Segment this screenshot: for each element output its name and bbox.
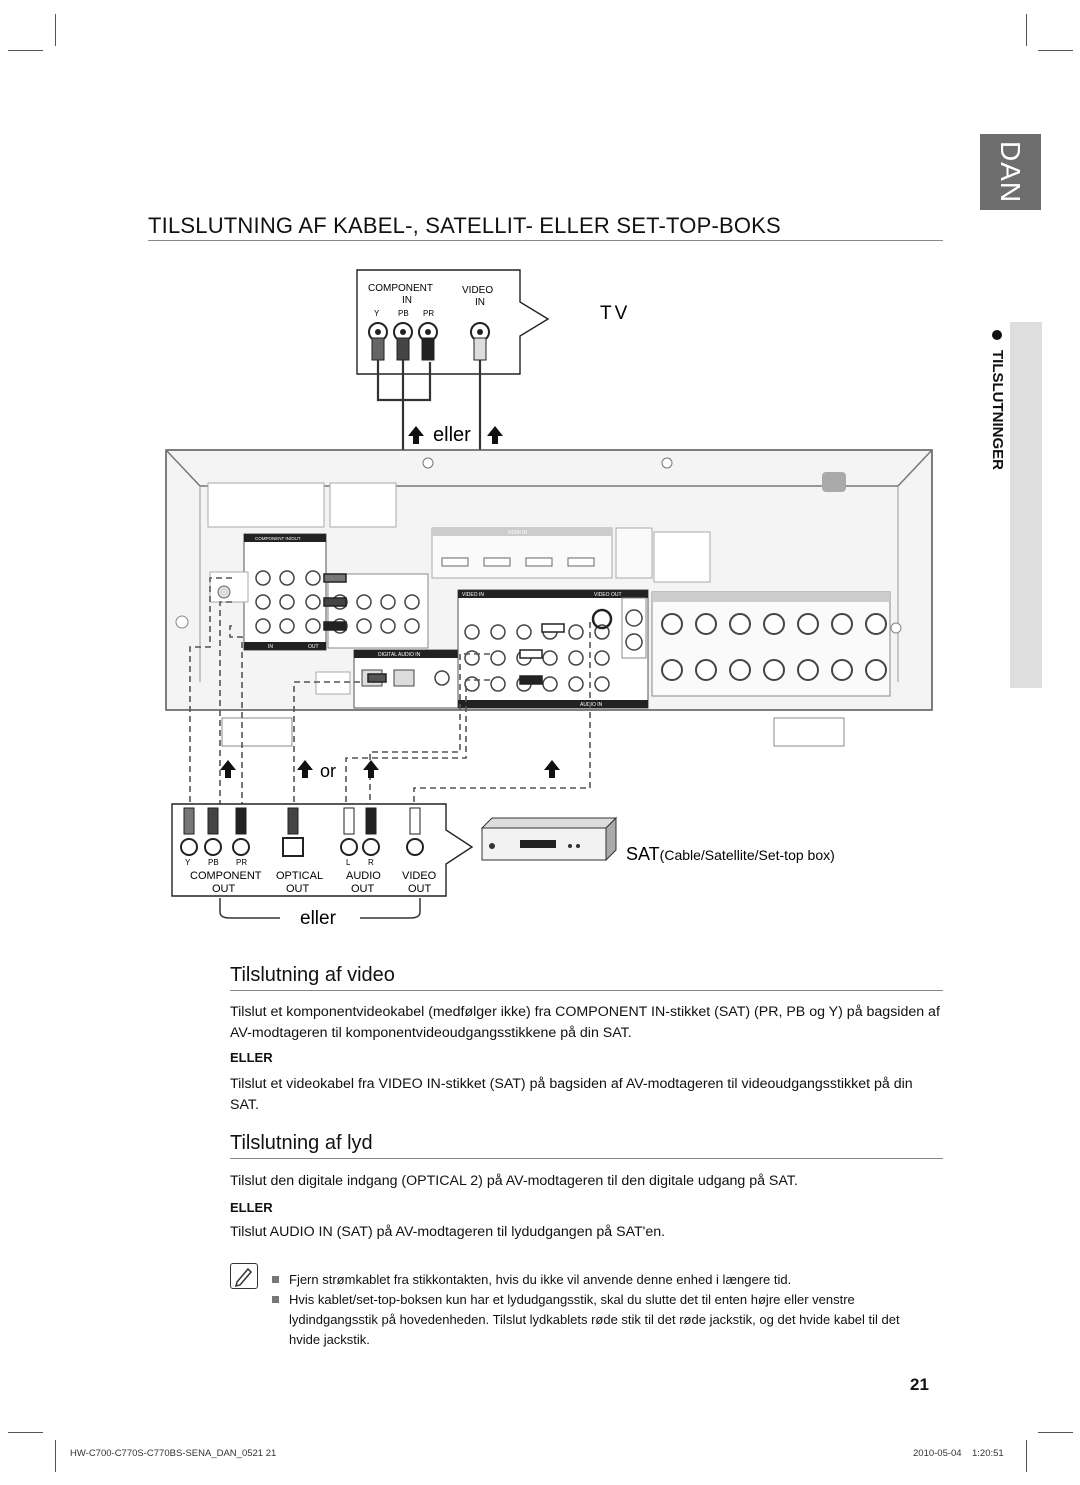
out-optical-label: OPTICAL (276, 870, 323, 882)
up-arrow-icon (408, 426, 424, 444)
up-arrow-icon (297, 760, 313, 778)
sat-output-panel: Y PB PR L R COMPONENT OPTICAL AUDIO VIDE… (171, 803, 474, 897)
panel-in-label: IN (268, 644, 273, 650)
section-audio-divider (230, 1158, 943, 1159)
section-video-divider (230, 990, 943, 991)
out-component-label: COMPONENT (190, 870, 262, 882)
page-number: 21 (910, 1375, 929, 1394)
up-arrow-icon (363, 760, 379, 778)
tv-panel: COMPONENT IN VIDEO IN Y PB PR TV (356, 269, 630, 375)
title-divider (148, 240, 943, 241)
section-tab-text: TILSLUTNINGER (989, 350, 1006, 470)
bullet-icon (991, 330, 1002, 340)
section-tab-background (1010, 322, 1042, 688)
page-title: TILSLUTNING AF KABEL-, SATELLIT- ELLER S… (148, 213, 781, 238)
eller-bottom-label: eller (300, 908, 337, 929)
section-audio-paragraph-2: Tilslut AUDIO IN (SAT) på AV-modtageren … (230, 1224, 666, 1240)
section-audio-heading: Tilslutning af lyd (230, 1132, 373, 1154)
connection-diagram: COMPONENT IN VIDEO IN Y PB PR TV eller (165, 269, 933, 929)
tv-pb-label: PB (398, 309, 409, 318)
tv-video-in-label: IN (475, 297, 485, 308)
panel-out-label: OUT (308, 644, 319, 650)
out-component-out-label: OUT (212, 883, 236, 895)
receiver-plugs (323, 573, 613, 685)
section-tab-label: TILSLUTNINGER (982, 330, 1012, 590)
out-l-label: L (346, 858, 351, 867)
out-optical-out-label: OUT (286, 883, 310, 895)
tv-video-label: VIDEO (462, 285, 493, 296)
panel-audio-in-label: AUDIO IN (580, 702, 603, 708)
notes-list: Fjern strømkablet fra stikkontakten, hvi… (270, 1270, 930, 1350)
section-audio-or-label: ELLER (230, 1200, 273, 1215)
crop-mark (8, 1432, 43, 1433)
tv-jack-pr (418, 322, 438, 342)
out-video-out-label: OUT (408, 883, 432, 895)
up-arrow-icon (487, 426, 503, 444)
tv-y-label: Y (374, 309, 380, 318)
out-pr-label: PR (236, 858, 247, 867)
section-audio-paragraph-1: Tilslut den digitale indgang (OPTICAL 2)… (230, 1173, 798, 1189)
section-tab: TILSLUTNINGER (982, 330, 1012, 690)
panel-hdmi-label: HDMI IN (508, 530, 528, 536)
up-arrow-icon (544, 760, 560, 778)
crop-mark (1026, 14, 1027, 46)
tv-component-label: COMPONENT (368, 283, 433, 294)
note-icon (230, 1263, 258, 1289)
panel-video-out-label: VIDEO OUT (594, 592, 622, 598)
crop-mark (1026, 1440, 1027, 1472)
crop-mark (55, 14, 56, 46)
note-item: Hvis kablet/set-top-boksen kun har et ly… (270, 1290, 930, 1350)
up-arrow-icon (220, 760, 236, 778)
section-video-or-label: ELLER (230, 1050, 273, 1065)
tv-component-in-label: IN (402, 295, 412, 306)
panel-component-label: COMPONENT IN/OUT (255, 536, 301, 541)
eller-top-label: eller (433, 424, 471, 446)
panel-video-in-label: VIDEO IN (462, 592, 484, 598)
receiver-rear-panel: COMPONENT IN/OUT IN OUT DIGITAL AUDIO IN… (165, 449, 933, 747)
footer-file-label: HW-C700-C770S-C770BS-SENA_DAN_0521 21 (70, 1448, 277, 1459)
section-video-paragraph-2: Tilslut et videokabel fra VIDEO IN-stikk… (230, 1076, 913, 1113)
out-r-label: R (368, 858, 374, 867)
crop-mark (1038, 1432, 1073, 1433)
panel-digital-audio-label: DIGITAL AUDIO IN (378, 652, 421, 658)
language-tab-label: DAN (995, 140, 1026, 204)
language-tab: DAN (980, 134, 1041, 210)
out-y-label: Y (185, 858, 191, 867)
tv-jack-video (470, 322, 490, 342)
or-label: or (320, 761, 336, 781)
footer-time: 1:20:51 (972, 1448, 1004, 1459)
footer-date: 2010-05-04 (913, 1448, 962, 1459)
crop-mark (55, 1440, 56, 1472)
note-item: Fjern strømkablet fra stikkontakten, hvi… (270, 1270, 930, 1290)
tv-pr-label: PR (423, 309, 434, 318)
out-audio-label: AUDIO (346, 870, 381, 882)
out-pb-label: PB (208, 858, 219, 867)
crop-mark (1038, 50, 1073, 51)
section-video-heading: Tilslutning af video (230, 964, 395, 986)
sat-box-icon (480, 816, 618, 862)
out-video-label: VIDEO (402, 870, 437, 882)
crop-mark (8, 50, 43, 51)
tv-jack-y (368, 322, 388, 342)
dashed-cables (189, 577, 591, 807)
tv-jack-pb (393, 322, 413, 342)
out-audio-out-label: OUT (351, 883, 375, 895)
sat-label: SAT(Cable/Satellite/Set-top box) (626, 844, 835, 864)
tv-label: TV (600, 303, 630, 324)
section-video-paragraph-1: Tilslut et komponentvideokabel (medfølge… (230, 1004, 940, 1041)
